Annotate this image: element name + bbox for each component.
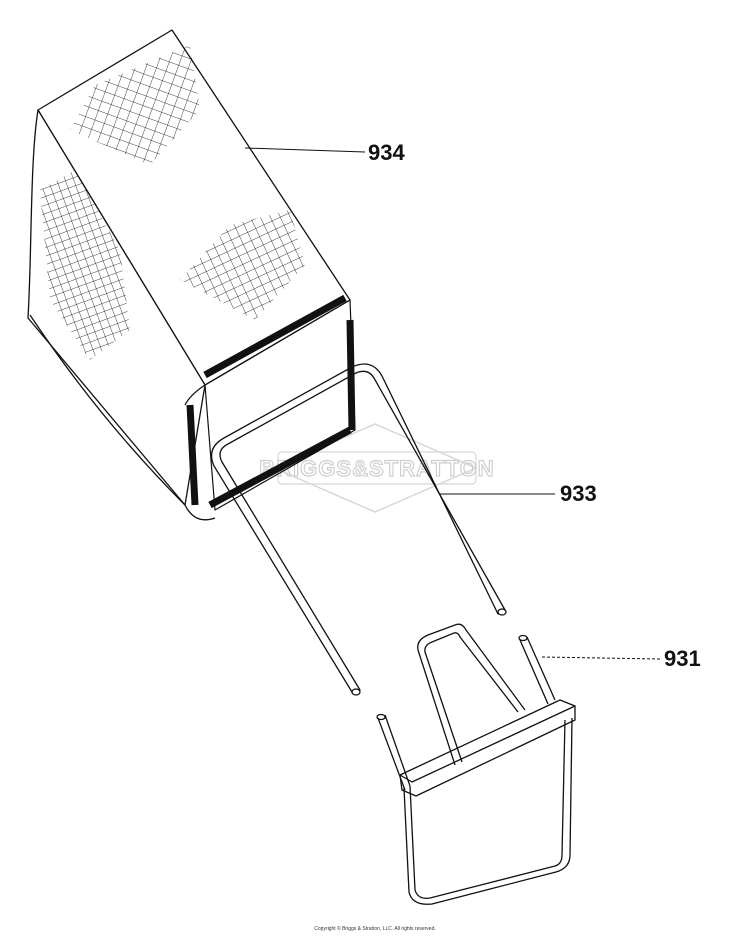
grass-bag-934 <box>28 30 355 520</box>
watermark-logo: BRIGGS&STRATTON <box>259 423 494 513</box>
leader-931 <box>541 656 661 660</box>
leader-lines <box>244 147 661 660</box>
leader-934 <box>244 147 366 153</box>
callout-934: 934 <box>368 140 405 165</box>
callout-933: 933 <box>560 481 597 506</box>
callout-931: 931 <box>664 646 701 671</box>
bag-frame-rod-933 <box>212 364 507 696</box>
copyright-notice: Copyright © Briggs & Stratton, LLC. All … <box>314 926 436 932</box>
handle-frame-931 <box>376 624 575 904</box>
